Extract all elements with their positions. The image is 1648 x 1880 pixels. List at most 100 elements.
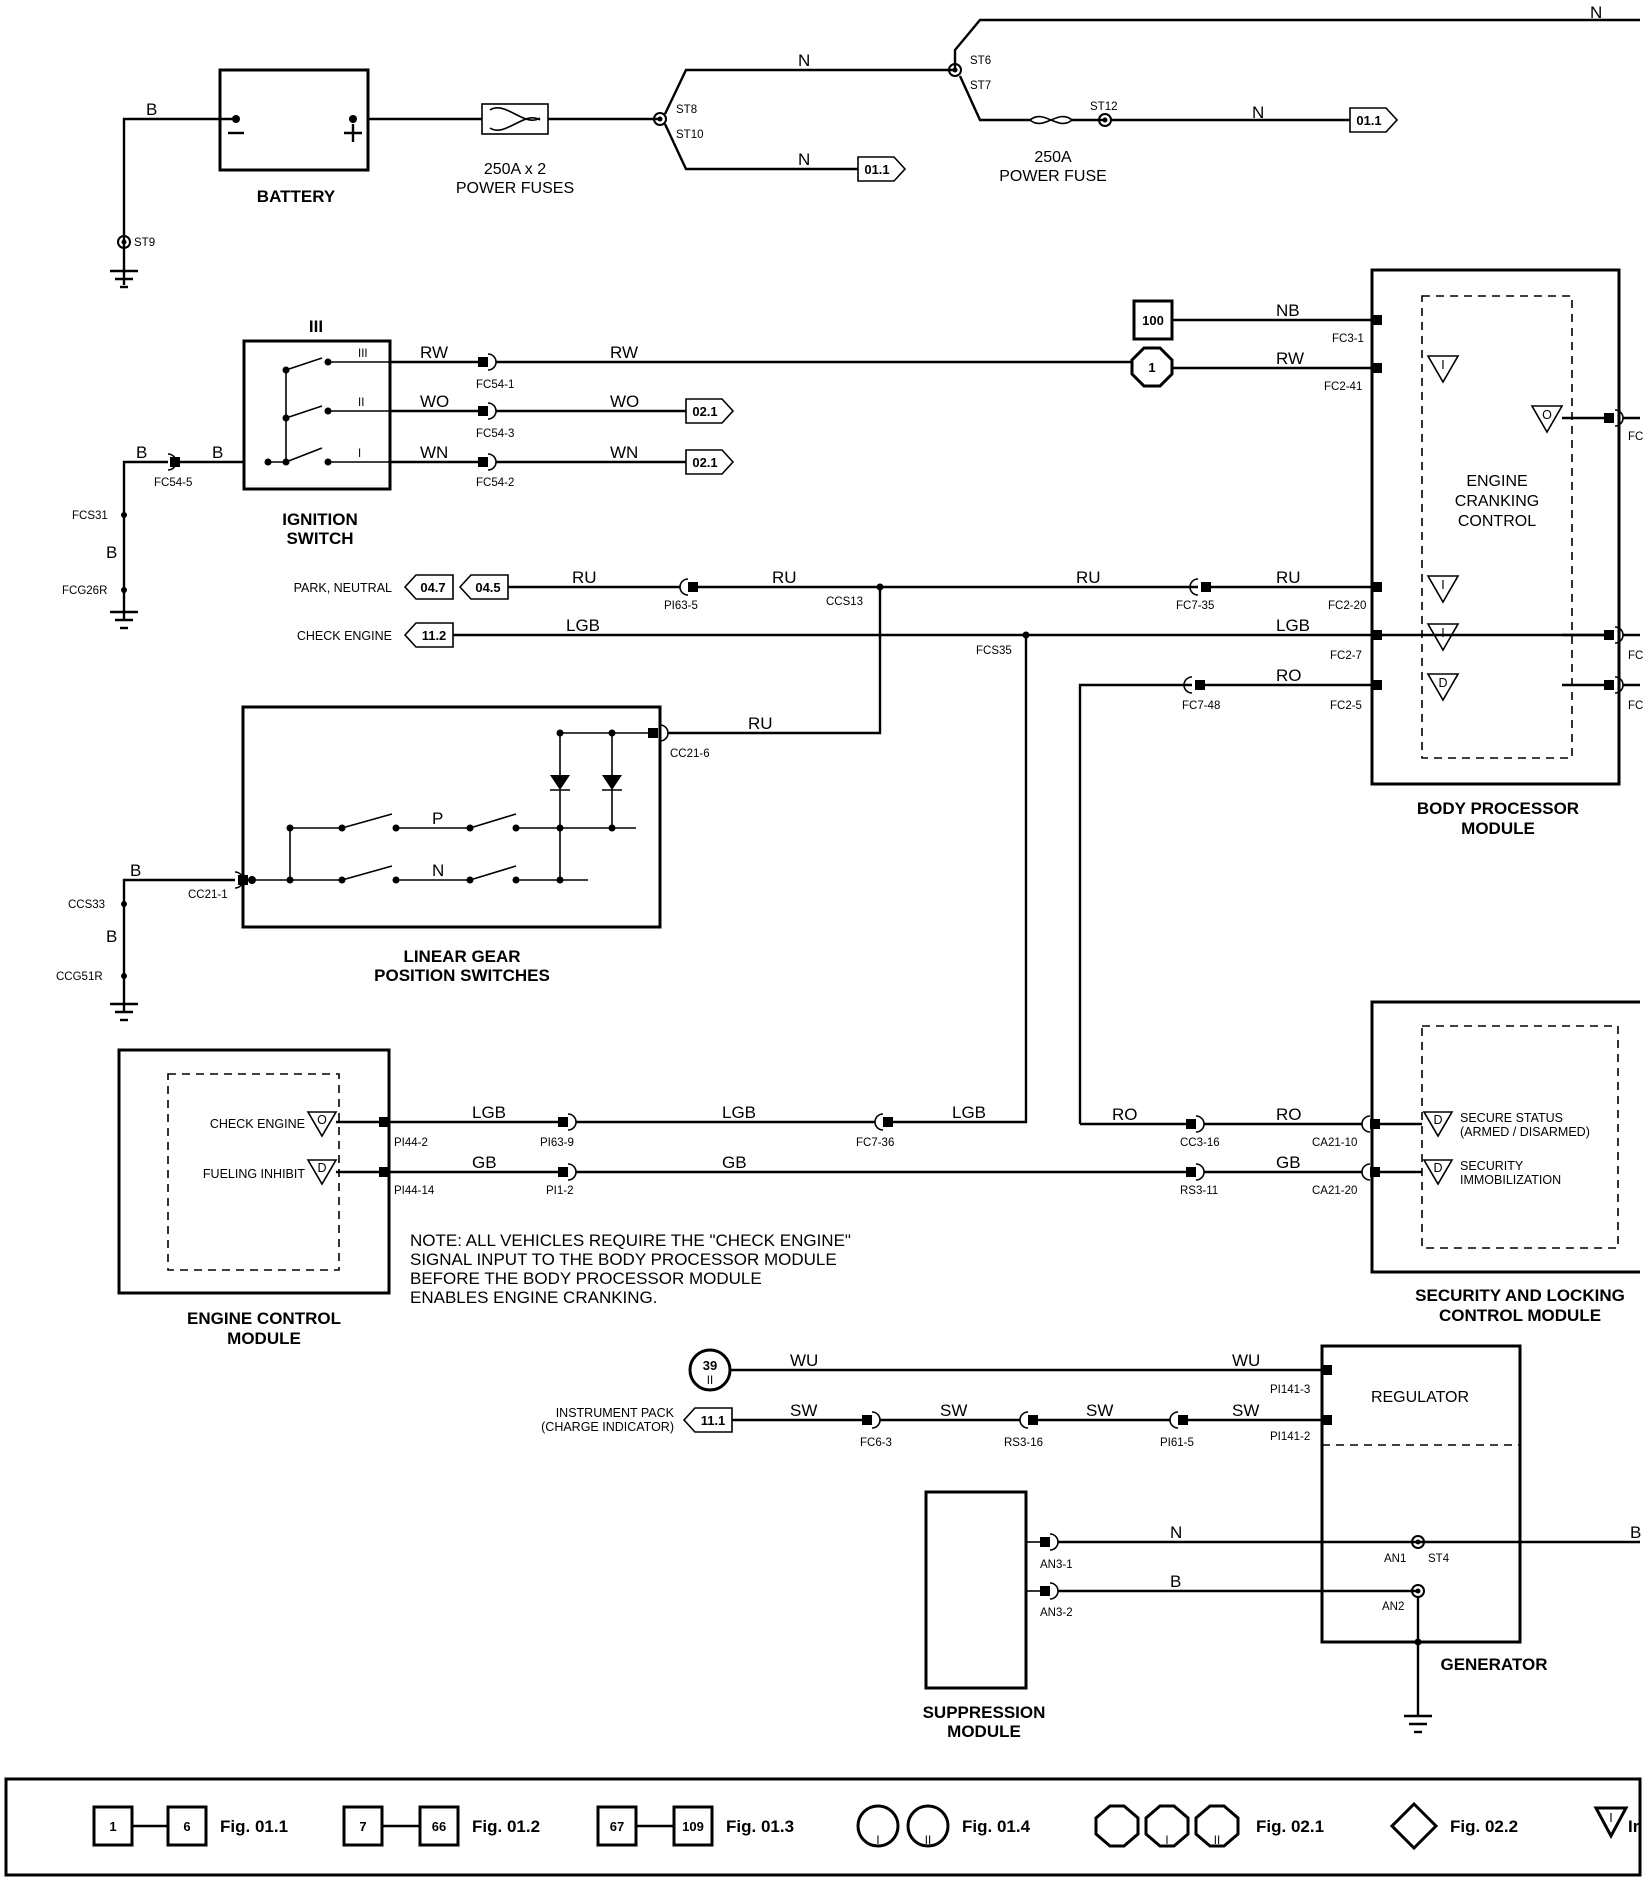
wire-color-sw-4: SW xyxy=(1232,1401,1259,1420)
pin-ca21-20: CA21-20 xyxy=(1312,1185,1357,1197)
ref-11-1: 11.1 xyxy=(682,1407,733,1433)
generator-label: GENERATOR xyxy=(1440,1655,1547,1674)
pin-fc7-36: FC7-36 xyxy=(856,1137,894,1149)
ignition-pos-iii: III xyxy=(358,348,368,360)
wire-color-lgb-2: LGB xyxy=(1276,616,1310,635)
svg-text:67: 67 xyxy=(610,1819,624,1834)
wire-color-sw-2: SW xyxy=(940,1401,967,1420)
pin-fcg26r: FCG26R xyxy=(62,585,107,597)
pin-fc-right-3: FC xyxy=(1628,700,1643,712)
bpm-input-symbol-4: I xyxy=(1426,623,1460,652)
power-fuse-250a xyxy=(1029,115,1073,125)
wire-color-sw-3: SW xyxy=(1086,1401,1113,1420)
ref-02-1-b: 02.1 xyxy=(685,449,735,475)
pin-fc-right-1: FC xyxy=(1628,431,1643,443)
wire-color-wo-1: WO xyxy=(420,392,449,411)
wire-color-n-top: N xyxy=(798,51,810,70)
instrument-pack-label-1: INSTRUMENT PACK xyxy=(556,1406,675,1420)
ignition-position-title: III xyxy=(309,317,323,336)
wire-color-gb-1: GB xyxy=(472,1153,497,1172)
power-fuse-label: POWER FUSE xyxy=(999,168,1107,185)
gear-p-label: P xyxy=(432,809,443,828)
svg-text:Fig. 02.2: Fig. 02.2 xyxy=(1450,1817,1518,1836)
wire-color-rw-1: RW xyxy=(420,343,448,362)
svg-text:Ir: Ir xyxy=(1628,1817,1640,1836)
note-line-2: SIGNAL INPUT TO THE BODY PROCESSOR MODUL… xyxy=(410,1250,837,1269)
battery-circuit: ST9 B BATTERY 250A x 2 POWER FUSES ST8 S… xyxy=(110,3,1640,289)
slcm-label-2: CONTROL MODULE xyxy=(1439,1306,1601,1325)
svg-text:11.2: 11.2 xyxy=(422,628,447,643)
wire-color-ro-1: RO xyxy=(1276,666,1302,685)
pin-pi63-5: PI63-5 xyxy=(664,600,698,612)
svg-text:11.1: 11.1 xyxy=(701,1413,726,1428)
linear-gear-label-2: POSITION SWITCHES xyxy=(374,966,550,985)
bpm-output-symbol-2: O xyxy=(1530,405,1564,434)
ignition-switch-circuit: III III II I IGNITION SWITCH B B FC54-5 xyxy=(62,317,1132,630)
slcm-immobilization-1: SECURITY xyxy=(1460,1159,1524,1173)
generator-circuit: REGULATOR GENERATOR 39 II WU WU PI141-3 … xyxy=(541,1344,1641,1741)
wire-color-b-ign3: B xyxy=(106,543,117,562)
wire-color-ro-3: RO xyxy=(1276,1105,1302,1124)
body-processor-module xyxy=(1370,268,1621,786)
pin-ca21-10: CA21-10 xyxy=(1312,1137,1357,1149)
svg-text:II: II xyxy=(925,1835,931,1847)
svg-text:I: I xyxy=(1441,578,1444,592)
slcm-label-1: SECURITY AND LOCKING xyxy=(1415,1286,1625,1305)
ref-11-2: 11.2 xyxy=(403,622,454,648)
battery xyxy=(218,68,370,172)
ref-octagon-1 xyxy=(1130,346,1174,388)
svg-text:I: I xyxy=(1609,1811,1612,1825)
legend-group-fig-01-1: 1 6 Fig. 01.1 xyxy=(92,1805,288,1847)
engine-control-circuit: CHECK ENGINE O FUELING INHIBIT D ENGINE … xyxy=(117,635,1380,1348)
ignition-switch xyxy=(242,339,392,491)
svg-text:02.1: 02.1 xyxy=(692,404,717,419)
svg-text:O: O xyxy=(317,1113,327,1127)
wire-color-ru-3: RU xyxy=(1076,568,1101,587)
ecm-label-2: MODULE xyxy=(227,1329,301,1348)
svg-text:01.1: 01.1 xyxy=(864,162,889,177)
pin-pi61-5: PI61-5 xyxy=(1160,1437,1194,1449)
legend-group-fig-01-3: 67 109 Fig. 01.3 xyxy=(596,1805,794,1847)
slcm-input-symbol-2: D xyxy=(1422,1159,1454,1186)
pin-an3-2: AN3-2 xyxy=(1040,1607,1073,1619)
gear-n-label: N xyxy=(432,861,444,880)
ecm-output-symbol-1: O xyxy=(306,1111,338,1138)
svg-text:66: 66 xyxy=(432,1819,446,1834)
bpm-label-1: BODY PROCESSOR xyxy=(1417,799,1579,818)
svg-text:39: 39 xyxy=(703,1358,717,1373)
pin-fc7-48: FC7-48 xyxy=(1182,700,1220,712)
wire-color-b: B xyxy=(146,100,157,119)
ecm-fueling-inhibit: FUELING INHIBIT xyxy=(203,1167,305,1181)
wire-color-lgb-5: LGB xyxy=(952,1103,986,1122)
svg-text:02.1: 02.1 xyxy=(692,455,717,470)
pin-an3-1: AN3-1 xyxy=(1040,1559,1073,1571)
svg-text:I: I xyxy=(1441,626,1444,640)
pin-cc21-6: CC21-6 xyxy=(670,748,710,760)
wire-color-wo-2: WO xyxy=(610,392,639,411)
pin-fc2-41: FC2-41 xyxy=(1324,381,1362,393)
wire-color-b-gen-right: B xyxy=(1630,1523,1641,1542)
instrument-pack-label-2: (CHARGE INDICATOR) xyxy=(541,1420,674,1434)
wire-color-lgb-1: LGB xyxy=(566,616,600,635)
ignition-switch-label-1: IGNITION xyxy=(282,510,358,529)
svg-text:Fig. 01.2: Fig. 01.2 xyxy=(472,1817,540,1836)
wire-color-ro-2: RO xyxy=(1112,1105,1138,1124)
note-line-4: ENABLES ENGINE CRANKING. xyxy=(410,1288,658,1307)
power-fuses-rating: 250A x 2 xyxy=(484,161,546,178)
svg-text:D: D xyxy=(1433,1113,1442,1127)
slcm-secure-status-2: (ARMED / DISARMED) xyxy=(1460,1125,1590,1139)
ref-01-1-a: 01.1 xyxy=(857,156,907,182)
wire-color-b-gen: B xyxy=(1170,1572,1181,1591)
linear-gear-circuit: RU CC21-6 P xyxy=(56,587,882,1022)
pin-fc54-2: FC54-2 xyxy=(476,477,514,489)
wire-color-b-ign2: B xyxy=(212,443,223,462)
pin-rs3-11: RS3-11 xyxy=(1180,1185,1218,1197)
pin-pi1-2: PI1-2 xyxy=(546,1185,574,1197)
ignition-pos-ii: II xyxy=(358,397,364,409)
svg-text:Fig. 01.3: Fig. 01.3 xyxy=(726,1817,794,1836)
pin-ccs13: CCS13 xyxy=(826,596,863,608)
legend-group-input: I Ir xyxy=(1593,1806,1640,1840)
slcm-secure-status-1: SECURE STATUS xyxy=(1460,1111,1563,1125)
svg-text:D: D xyxy=(1433,1161,1442,1175)
